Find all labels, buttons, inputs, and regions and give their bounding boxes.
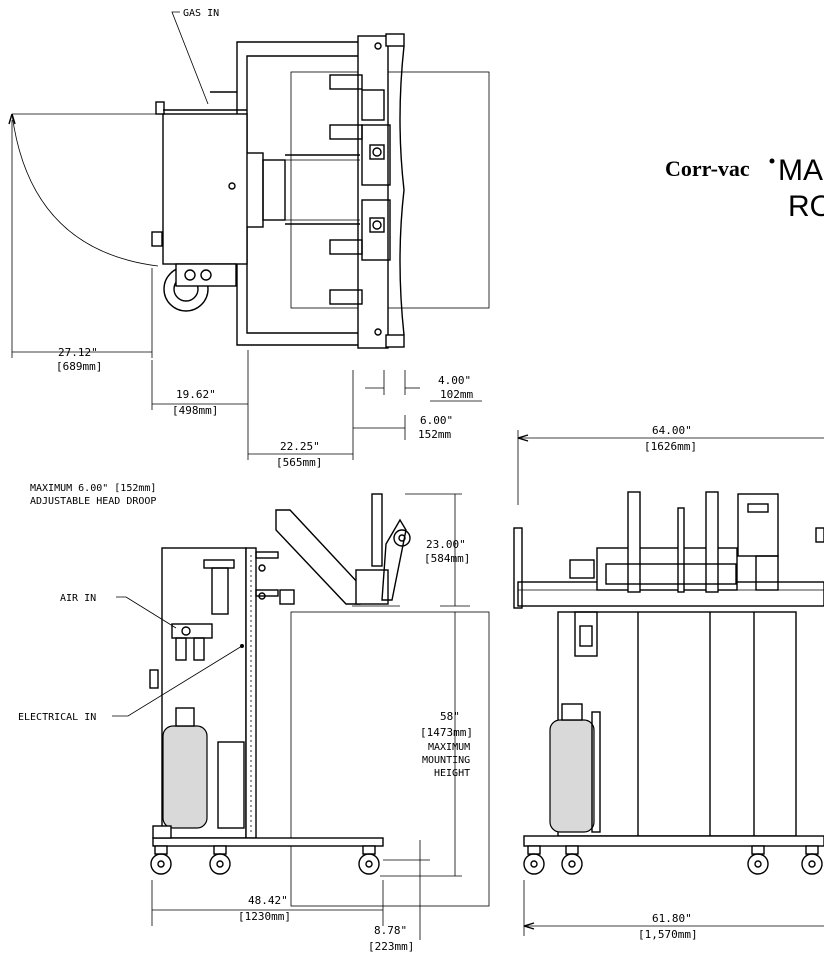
dim-58-in: 58" <box>440 710 460 723</box>
gas-in-callout: GAS IN <box>171 8 219 105</box>
dim-64-mm: [1626mm] <box>644 440 697 453</box>
dim-61-in: 61.80" <box>652 912 692 925</box>
dim-58-label3: HEIGHT <box>434 768 470 779</box>
gas-cylinder <box>162 725 208 829</box>
caster <box>150 845 172 875</box>
dim-23-in: 23.00" <box>426 538 466 551</box>
title-line1: MA <box>778 154 823 187</box>
top-view-table <box>290 71 490 309</box>
top-view-cabinet <box>162 113 248 265</box>
dim-4-mm: 102mm <box>440 388 473 401</box>
dim-48-in: 48.42" <box>248 894 288 907</box>
swing-arc <box>11 113 159 267</box>
side-view <box>149 493 490 907</box>
dim-58-label2: MOUNTING <box>422 755 470 766</box>
dim-27-in: 27.12" <box>58 346 98 359</box>
dim-19-mm: [498mm] <box>172 404 218 417</box>
front-view-dimensions: 64.00" [1626mm] 61.80" [1,570mm] <box>517 424 824 941</box>
head-droop-line2: ADJUSTABLE HEAD DROOP <box>30 496 156 507</box>
dim-58-label1: MAXIMUM <box>428 742 470 753</box>
dim-8-in: 8.78" <box>374 924 407 937</box>
side-view-base <box>152 837 384 847</box>
dim-6-in: 6.00" <box>420 414 453 427</box>
front-view-control-box <box>737 493 779 557</box>
dim-22-mm: [565mm] <box>276 456 322 469</box>
side-view-table <box>290 611 490 907</box>
title-block: Corr-vac MA RO <box>665 154 824 223</box>
dim-4-in: 4.00" <box>438 374 471 387</box>
top-view-dimensions: 27.12" [689mm] 19.62" [498mm] 22.25" [56… <box>11 120 482 469</box>
dim-64-in: 64.00" <box>652 424 692 437</box>
caster <box>801 845 823 875</box>
side-view-dimensions: 23.00" [584mm] 58" [1473mm] MAXIMUM MOUN… <box>151 493 473 953</box>
top-view-head <box>357 35 389 349</box>
dim-8-mm: [223mm] <box>368 940 414 953</box>
caster <box>561 845 583 875</box>
caster <box>209 845 231 875</box>
caster <box>358 845 380 875</box>
dim-23-mm: [584mm] <box>424 552 470 565</box>
dim-48-mm: [1230mm] <box>238 910 291 923</box>
title-line2: RO <box>788 190 824 223</box>
electrical-in-label: ELECTRICAL IN <box>18 712 96 723</box>
head-droop-line1: MAXIMUM 6.00" [152mm] <box>30 483 156 494</box>
brand-logo: Corr-vac <box>665 156 750 181</box>
dim-6-mm: 152mm <box>418 428 451 441</box>
dim-58-mm: [1473mm] <box>420 726 473 739</box>
caster <box>747 845 769 875</box>
dim-19-in: 19.62" <box>176 388 216 401</box>
gas-in-label: GAS IN <box>183 8 219 19</box>
front-view <box>513 491 824 875</box>
top-view <box>8 33 490 349</box>
dim-22-in: 22.25" <box>280 440 320 453</box>
dim-27-mm: [689mm] <box>56 360 102 373</box>
front-gas-cylinder <box>549 719 595 833</box>
caster <box>523 845 545 875</box>
air-in-label: AIR IN <box>60 593 96 604</box>
dim-61-mm: [1,570mm] <box>638 928 698 941</box>
side-callouts: AIR IN ELECTRICAL IN <box>18 593 244 723</box>
